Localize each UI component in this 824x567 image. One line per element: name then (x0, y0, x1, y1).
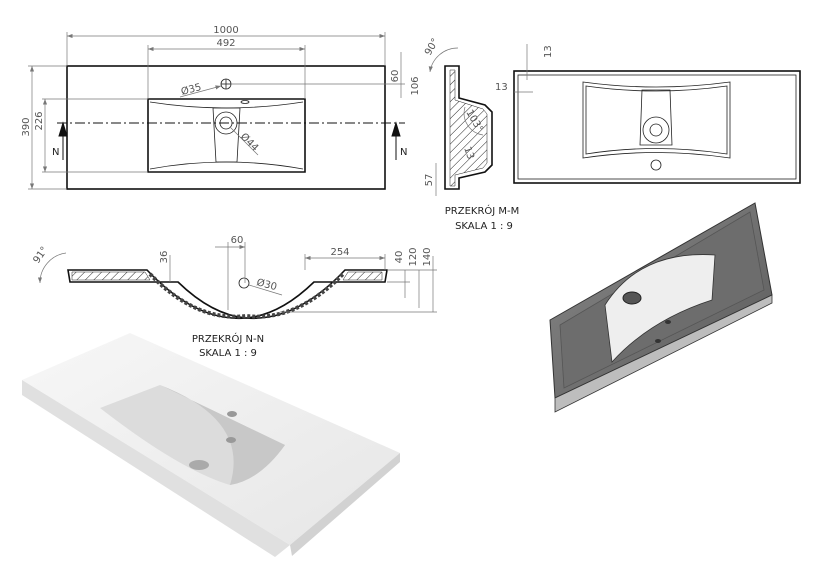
section-mm-scale: SKALA 1 : 9 (455, 221, 513, 232)
dim-angle-90: 90° (423, 37, 441, 58)
dim-226: 226 (34, 111, 45, 130)
dim-36: 36 (159, 251, 170, 264)
dim-wall-13: 13 (461, 145, 476, 161)
section-nn: 91° 36 60 Ø30 254 40 120 140 PRZEKRÓJ N-… (31, 235, 437, 359)
countertop-outline (66, 65, 386, 190)
dim-254: 254 (330, 247, 349, 258)
dim-tap-hole: Ø35 (180, 81, 203, 98)
dim-drain: Ø44 (238, 131, 261, 154)
top-view: 1000 492 390 226 60 106 Ø35 Ø44 N N (21, 25, 421, 190)
section-mm: 90° 103° 13 57 PRZEKRÓJ M-M SKALA 1 : 9 (423, 37, 519, 232)
dim-1000: 1000 (213, 25, 238, 36)
dim-390: 390 (21, 117, 32, 136)
dim-hole-30: Ø30 (255, 276, 278, 293)
drain-icon (642, 116, 670, 144)
render-3d-gray (549, 202, 773, 413)
dim-60: 60 (231, 235, 244, 246)
section-nn-scale: SKALA 1 : 9 (199, 348, 257, 359)
dim-edge-side: 13 (495, 82, 508, 93)
render-3d-white (22, 333, 400, 557)
overflow-icon (240, 100, 250, 104)
section-mm-title: PRZEKRÓJ M-M (445, 204, 520, 217)
dim-edge-top: 13 (543, 45, 554, 58)
dim-60: 60 (390, 70, 401, 83)
dim-492: 492 (216, 38, 235, 49)
dim-106: 106 (410, 76, 421, 95)
section-arrow-left-icon (58, 121, 68, 160)
dim-40: 40 (394, 251, 405, 264)
section-nn-title: PRZEKRÓJ N-N (192, 332, 264, 345)
section-label-right: N (400, 147, 407, 158)
dim-120: 120 (408, 247, 419, 266)
dim-57: 57 (424, 174, 435, 187)
tap-hole-icon (650, 159, 662, 171)
section-arrow-right-icon (391, 121, 401, 160)
bottom-view: 13 13 (495, 44, 801, 184)
dim-140: 140 (422, 247, 433, 266)
section-label-left: N (52, 147, 59, 158)
basin-outline (147, 98, 306, 173)
